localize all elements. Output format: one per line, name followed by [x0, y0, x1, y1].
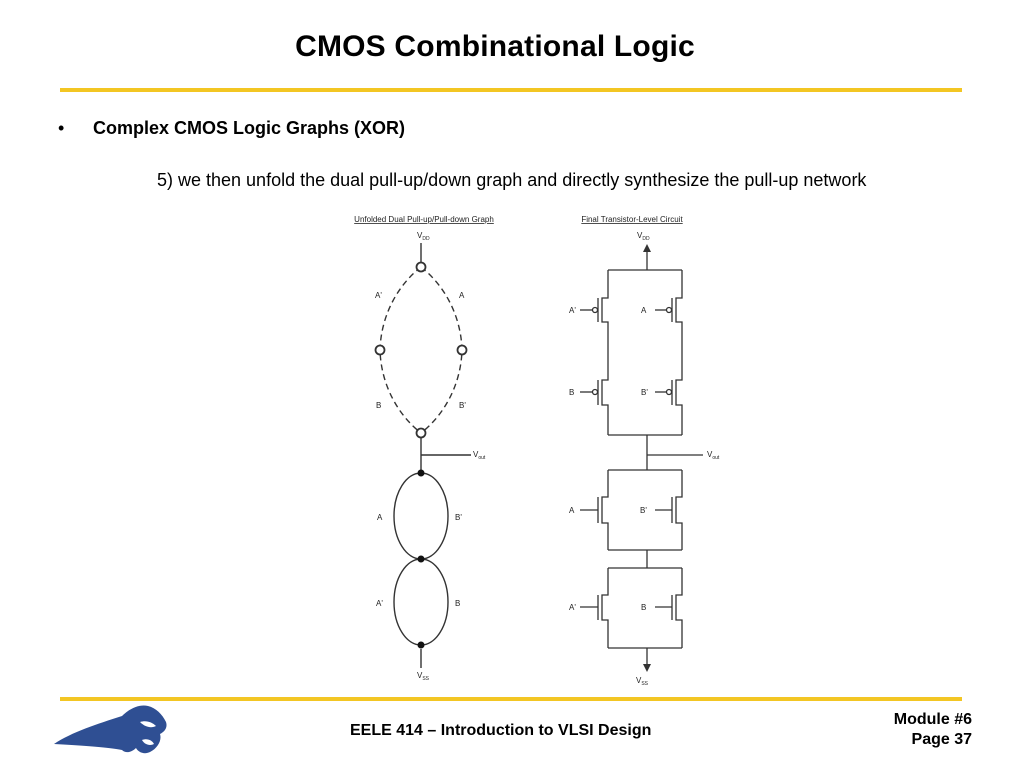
edge-label: B	[455, 599, 460, 608]
gate-label: A'	[569, 603, 576, 612]
edge-label: B	[376, 401, 381, 410]
circuit-vss-label: VSS	[636, 676, 649, 687]
edge-label: A	[377, 513, 383, 522]
pullup-right-arc	[420, 266, 463, 434]
graph-vdd-label: VDD	[417, 231, 430, 242]
pmos-right-branch	[675, 270, 683, 435]
pmos-bubble	[665, 306, 673, 314]
pullup-bottom-node	[415, 427, 427, 439]
circuit-caption: Final Transistor-Level Circuit	[581, 215, 683, 224]
gate-label: A	[569, 506, 575, 515]
pullup-top-node	[415, 261, 427, 273]
circuit-vdd-label: VDD	[637, 231, 650, 242]
transistor-circuit: Final Transistor-Level Circuit VDD A' A …	[569, 215, 720, 687]
pullup-left-node	[374, 344, 386, 356]
slide-title: CMOS Combinational Logic	[295, 30, 695, 63]
pulldown-top-node	[417, 469, 425, 477]
vss-arrow-icon	[643, 664, 651, 672]
graph-vout-label: Vout	[473, 450, 486, 461]
xor-diagram: Unfolded Dual Pull-up/Pull-down Graph VD…	[354, 215, 720, 687]
pulldown-bottom-node	[417, 641, 425, 649]
edge-label: A'	[375, 291, 382, 300]
dual-graph: Unfolded Dual Pull-up/Pull-down Graph VD…	[354, 215, 494, 682]
graph-vss-label: VSS	[417, 671, 430, 682]
gate-label: B	[641, 603, 646, 612]
gate-label: B'	[640, 506, 647, 515]
module-number: Module #6	[893, 711, 972, 728]
bobcat-logo-icon	[54, 705, 167, 754]
pulldown-upper-loop	[393, 472, 449, 560]
bottom-divider	[60, 697, 962, 701]
edge-label: B'	[455, 513, 462, 522]
pulldown-lower-loop	[393, 558, 449, 646]
pmos-bubble	[591, 388, 599, 396]
bullet-heading: Complex CMOS Logic Graphs (XOR)	[93, 118, 406, 138]
footer-module-info: Module #6 Page 37	[894, 710, 972, 750]
edge-label: B'	[459, 401, 466, 410]
pulldown-middle-node	[417, 555, 425, 563]
bullet-marker: •	[58, 118, 65, 138]
top-divider	[60, 88, 962, 92]
pmos-bubble	[665, 388, 673, 396]
circuit-vout-label: Vout	[707, 450, 720, 461]
gate-label: A	[641, 306, 647, 315]
course-title: EELE 414 – Introduction to VLSI Design	[350, 722, 652, 739]
page-number: Page 37	[911, 731, 972, 748]
graph-caption: Unfolded Dual Pull-up/Pull-down Graph	[354, 215, 494, 224]
nmos-branch	[601, 470, 609, 550]
edge-label: A	[459, 291, 465, 300]
nmos-branch	[675, 470, 683, 550]
nmos-branch	[601, 568, 609, 648]
vdd-arrow-icon	[643, 244, 651, 252]
edge-label: A'	[376, 599, 383, 608]
gate-label: B'	[641, 388, 648, 397]
step-text: 5) we then unfold the dual pull-up/down …	[157, 170, 867, 190]
pmos-bubble	[591, 306, 599, 314]
gate-label: B	[569, 388, 574, 397]
pullup-right-node	[456, 344, 468, 356]
pmos-left-branch	[601, 270, 609, 435]
gate-label: A'	[569, 306, 576, 315]
pullup-left-arc	[379, 266, 422, 434]
nmos-branch	[675, 568, 683, 648]
